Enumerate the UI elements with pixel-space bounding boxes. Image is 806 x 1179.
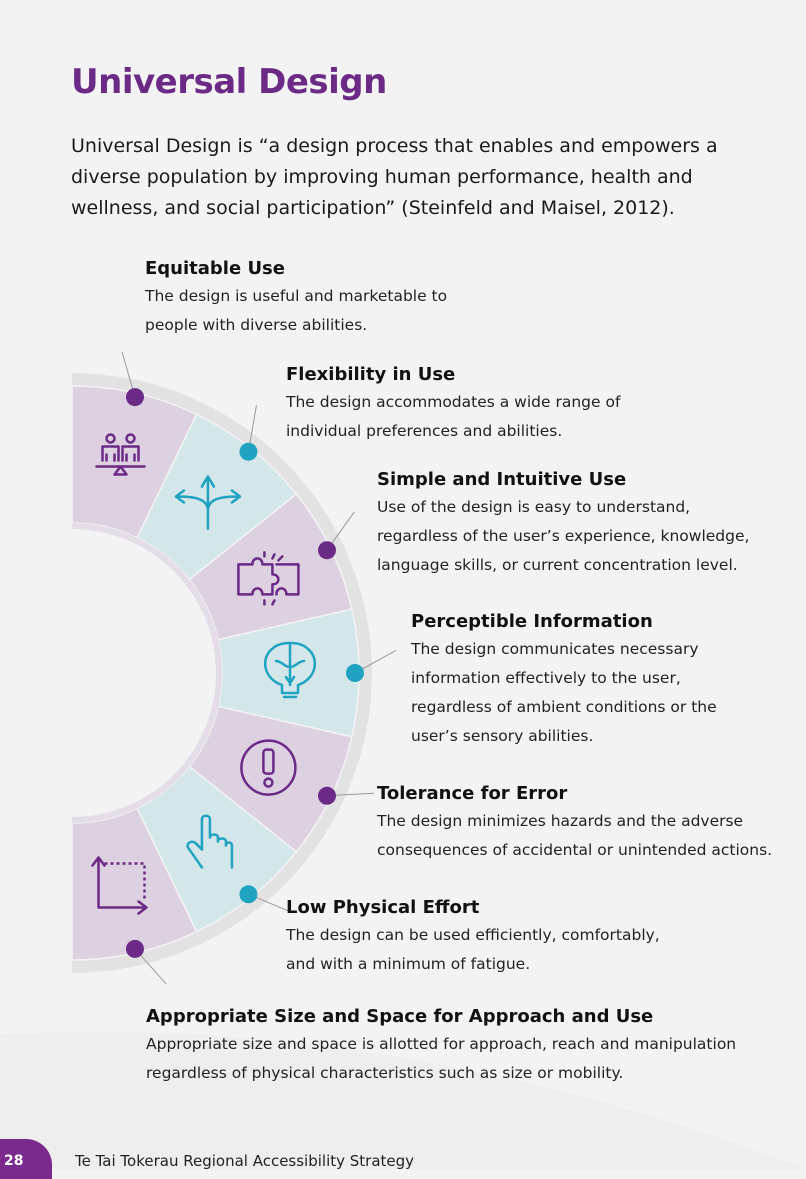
principle-text-line: user’s sensory abilities. — [411, 727, 594, 745]
principle-heading: Simple and Intuitive Use — [377, 469, 627, 490]
principle-heading: Perceptible Information — [411, 611, 653, 632]
principle-text-line: The design minimizes hazards and the adv… — [377, 812, 744, 830]
icon-part — [101, 445, 140, 462]
intro-paragraph: Universal Design is “a design process th… — [71, 135, 718, 219]
principle-simple-intuitive-use: Simple and Intuitive Use Use of the desi… — [377, 467, 749, 580]
connector-dot — [239, 442, 258, 461]
connector-dot — [125, 939, 144, 958]
icon-part — [95, 465, 146, 476]
icon-part — [263, 777, 274, 788]
principle-text-line: Use of the design is easy to understand, — [377, 498, 691, 516]
principle-text-line: consequences of accidental or unintended… — [377, 841, 773, 859]
principle-text-line: regardless of ambient conditions or the — [411, 698, 717, 716]
principle-text-line: and with a minimum of fatigue. — [286, 955, 531, 973]
branching-arrows-icon — [174, 475, 242, 530]
principle-text-line: The design can be used efficiently, comf… — [286, 926, 660, 944]
icon-part — [237, 557, 280, 596]
principle-text-line: language skills, or current concentratio… — [377, 556, 738, 574]
icon-part — [104, 862, 146, 902]
brain-lightbulb-icon — [263, 641, 317, 699]
icon-part — [125, 433, 136, 444]
principle-text-line: regardless of the user’s experience, kno… — [377, 527, 750, 545]
connector-dot — [317, 541, 336, 560]
icon-part — [263, 551, 284, 606]
principle-tolerance-for-error: Tolerance for Error The design minimizes… — [377, 781, 772, 865]
connector-dot — [317, 786, 336, 805]
principle-heading: Appropriate Size and Space for Approach … — [146, 1006, 654, 1027]
icon-part — [274, 643, 306, 699]
space-corner-icon — [91, 856, 148, 915]
icon-part — [240, 739, 297, 796]
page-number: 28 — [4, 1153, 24, 1169]
pointing-hand-icon — [186, 814, 234, 869]
principle-perceptible-information: Perceptible Information The design commu… — [411, 609, 717, 751]
puzzle-piece-icon — [237, 551, 300, 606]
background-swoosh — [0, 1031, 806, 1169]
icon-part — [262, 748, 275, 775]
icon-part — [105, 433, 116, 444]
footer-document-title: Te Tai Tokerau Regional Accessibility St… — [75, 1152, 415, 1170]
principle-low-physical-effort: Low Physical Effort The design can be us… — [286, 895, 660, 979]
principle-text-line: The design accommodates a wide range of — [286, 393, 621, 411]
principle-text-line: The design communicates necessary — [411, 640, 699, 658]
icon-part — [275, 563, 300, 596]
principle-text-line: information effectively to the user, — [411, 669, 681, 687]
principle-heading: Equitable Use — [145, 258, 285, 279]
principle-heading: Low Physical Effort — [286, 897, 480, 918]
principle-text-line: regardless of physical characteristics s… — [146, 1064, 624, 1082]
principle-heading: Tolerance for Error — [377, 783, 568, 804]
principle-text-line: Appropriate size and space is allotted f… — [146, 1035, 737, 1053]
connector-dot — [346, 664, 364, 682]
principle-text-line: individual preferences and abilities. — [286, 422, 563, 440]
page-title: Universal Design — [71, 62, 387, 102]
icon-part — [186, 814, 234, 869]
principle-heading: Flexibility in Use — [286, 364, 456, 385]
exclamation-circle-icon — [240, 739, 297, 796]
principle-text-line: The design is useful and marketable to — [145, 287, 448, 305]
principle-text-line: people with diverse abilities. — [145, 316, 368, 334]
icon-part — [91, 856, 148, 915]
principle-size-and-space: Appropriate Size and Space for Approach … — [146, 1004, 736, 1088]
icon-part — [263, 641, 317, 695]
connector-dot — [239, 885, 258, 904]
icon-part — [174, 475, 242, 530]
connector-dot — [125, 388, 144, 407]
balance-people-icon — [95, 433, 146, 476]
principle-equitable-use: Equitable Use The design is useful and m… — [145, 256, 447, 340]
principle-flexibility-in-use: Flexibility in Use The design accommodat… — [286, 362, 620, 446]
